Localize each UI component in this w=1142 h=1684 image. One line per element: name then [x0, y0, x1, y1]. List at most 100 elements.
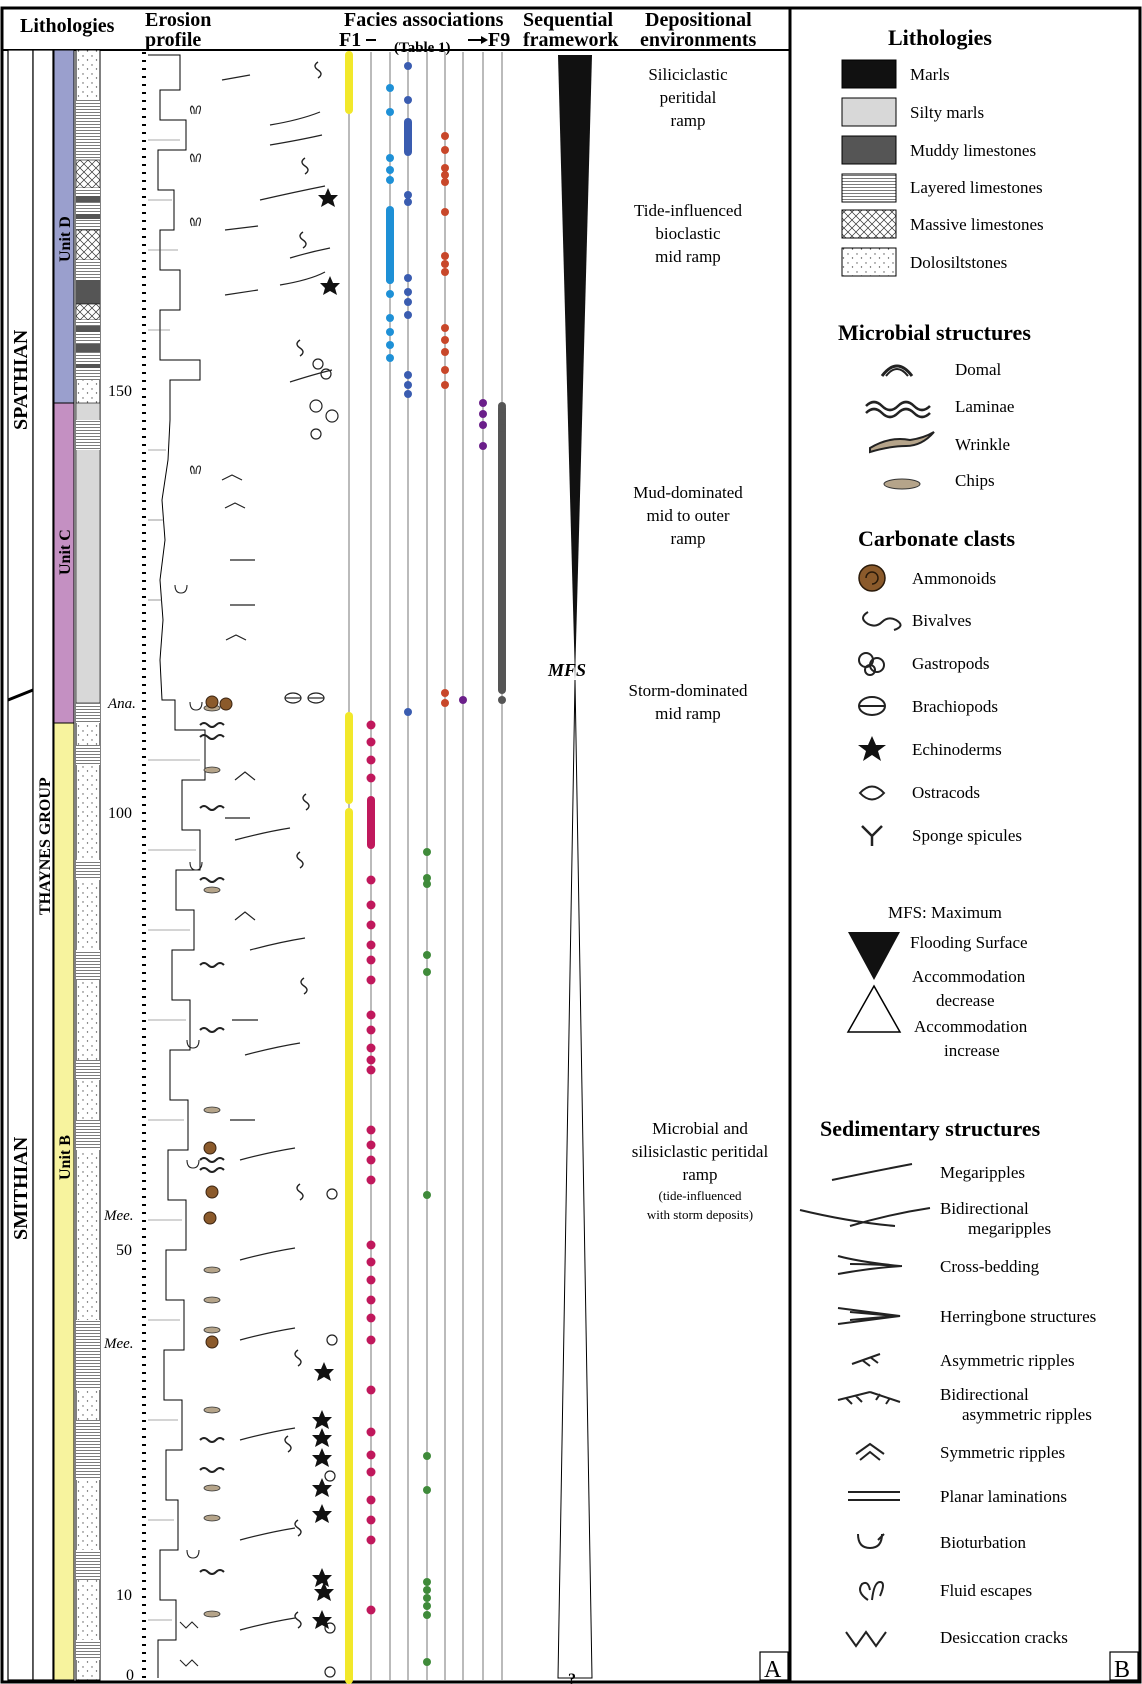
- bidirectional-asymmetric-ripples-icon: [838, 1392, 900, 1404]
- legend-sed-asymmetric-ripples: Asymmetric ripples: [940, 1351, 1075, 1370]
- legend-lithologies-title: Lithologies: [888, 25, 992, 50]
- ostracods-icon: [860, 787, 884, 800]
- header-f1: F1: [339, 29, 361, 51]
- asymmetric-ripples-icon: [852, 1354, 880, 1366]
- echinoderms-icon: [858, 736, 886, 761]
- accommodation-increase-icon: [848, 986, 900, 1032]
- symmetric-ripples-icon: [856, 1444, 884, 1460]
- herringbone-icon: [838, 1308, 900, 1324]
- legend-lith-massive-limestones: Massive limestones: [910, 215, 1044, 234]
- facies-f7-occurrence: [459, 696, 467, 704]
- sequence-unknown: ?: [568, 1671, 576, 1684]
- svg-text:mid ramp: mid ramp: [655, 247, 721, 266]
- legend-sed-cross-bedding: Cross-bedding: [940, 1257, 1040, 1276]
- accommodation-decrease-triangle: [558, 55, 592, 680]
- bioturbation-icon: [858, 1534, 884, 1548]
- legend-sedimentary-title: Sedimentary structures: [820, 1116, 1041, 1141]
- group-thaynes: THAYNES GROUP: [37, 777, 54, 915]
- megaripples-icon: [832, 1164, 912, 1180]
- cross-bedding-icon: [838, 1256, 902, 1274]
- legend-sedimentary-icons: [800, 1164, 930, 1646]
- legend-clast-bivalves: Bivalves: [912, 611, 972, 630]
- unit-c-label: Unit C: [57, 529, 74, 575]
- ammonoid-level-ana: Ana.: [107, 696, 136, 712]
- legend-sed-planar-laminations: Planar laminations: [940, 1487, 1067, 1506]
- legend-sed-bidirectional-megaripples-2: megaripples: [968, 1219, 1051, 1238]
- bivalves-icon: [863, 612, 901, 630]
- header-depositional-2: environments: [640, 29, 757, 51]
- legend-microbial-title: Microbial structures: [838, 320, 1031, 345]
- legend-mfs-1: MFS: Maximum: [888, 903, 1002, 922]
- header-depositional-1: Depositional: [645, 9, 752, 31]
- svg-text:Siliciclastic: Siliciclastic: [648, 65, 728, 84]
- gastropods-column: [310, 359, 338, 1677]
- svg-text:ramp: ramp: [671, 529, 706, 548]
- legend-swatch-dolosiltstones: [842, 248, 896, 276]
- legend-sed-bidirectional-megaripples-1: Bidirectional: [940, 1199, 1029, 1218]
- environment-4: Storm-dominated mid ramp: [629, 681, 748, 723]
- header-erosion-profile-1: Erosion: [145, 9, 211, 31]
- legend-clast-ammonoids: Ammonoids: [912, 569, 996, 588]
- panel-label-b: B: [1114, 1657, 1130, 1683]
- legend-lith-muddy-limestones: Muddy limestones: [910, 141, 1036, 160]
- column-symbols: [222, 75, 332, 1630]
- mfs-label: MFS: [547, 660, 586, 680]
- header-f9: F9: [488, 29, 510, 51]
- environment-5: Microbial and silisiclastic peritidal ra…: [632, 1119, 769, 1222]
- svg-text:ramp: ramp: [683, 1165, 718, 1184]
- legend-microbial-chips: Chips: [955, 471, 995, 490]
- legend-sed-desiccation-cracks: Desiccation cracks: [940, 1628, 1068, 1647]
- legend-sed-bidirectional-asym-1: Bidirectional: [940, 1385, 1029, 1404]
- environment-2: Tide-influenced bioclastic mid ramp: [634, 201, 742, 266]
- stage-spathian: SPATHIAN: [10, 329, 32, 430]
- lithology-column: [76, 50, 100, 1680]
- bivalves-column: [285, 62, 321, 1628]
- depth-tick-100: 100: [108, 805, 132, 822]
- environment-1: Siliciclastic peritidal ramp: [648, 65, 728, 130]
- legend-microbial-domal: Domal: [955, 360, 1002, 379]
- legend-sed-bioturbation: Bioturbation: [940, 1533, 1026, 1552]
- mfs-triangle-icon: [848, 932, 900, 980]
- legend-clast-echinoderms: Echinoderms: [912, 740, 1002, 759]
- svg-text:with storm deposits): with storm deposits): [647, 1207, 753, 1222]
- header-lithologies: Lithologies: [20, 15, 115, 37]
- legend-clast-ostracods: Ostracods: [912, 783, 980, 802]
- brachiopods-icon: [859, 697, 885, 715]
- svg-text:ramp: ramp: [671, 111, 706, 130]
- legend-swatch-marls: [842, 60, 896, 88]
- header-sequential-1: Sequential: [523, 9, 613, 31]
- legend-swatch-muddy-limestones: [842, 136, 896, 164]
- legend-accom-increase-1: Accommodation: [914, 1017, 1028, 1036]
- ammonoid-level-mee-2: Mee.: [103, 1336, 134, 1352]
- wrinkle-icon: [870, 432, 934, 452]
- legend-swatch-massive-limestones: [842, 210, 896, 238]
- legend-lith-dolosiltstones: Dolosiltstones: [910, 253, 1007, 272]
- sponge-spicules-icon: [862, 826, 882, 846]
- svg-text:Microbial and: Microbial and: [652, 1119, 748, 1138]
- ammonoids-icon: [859, 565, 885, 591]
- legend-microbial-wrinkle: Wrinkle: [955, 435, 1010, 454]
- erosion-profile-outline: [148, 55, 205, 1678]
- fluid-escapes-icon: [860, 1582, 883, 1600]
- header-sequential-2: framework: [523, 29, 619, 51]
- ammonoids-column: [204, 696, 232, 1348]
- svg-text:Mud-dominated: Mud-dominated: [633, 483, 743, 502]
- gastropods-icon: [859, 653, 884, 675]
- legend-lith-marls: Marls: [910, 65, 950, 84]
- legend-sed-bidirectional-asym-2: asymmetric ripples: [962, 1405, 1092, 1424]
- svg-text:mid to outer: mid to outer: [646, 506, 729, 525]
- fluid-escape-bioturbation-column: [175, 106, 202, 1666]
- domal-icon: [882, 366, 912, 376]
- svg-text:Tide-influenced: Tide-influenced: [634, 201, 742, 220]
- legend-clast-gastropods: Gastropods: [912, 654, 989, 673]
- legend-sed-fluid-escapes: Fluid escapes: [940, 1581, 1032, 1600]
- echinoderms-column: [312, 188, 340, 1629]
- chips-icon: [884, 479, 920, 489]
- svg-text:peritidal: peritidal: [660, 88, 717, 107]
- header-facies-table: (Table 1): [394, 40, 451, 56]
- legend-mfs-2: Flooding Surface: [910, 933, 1028, 952]
- depth-tick-150: 150: [108, 383, 132, 400]
- svg-text:bioclastic: bioclastic: [655, 224, 721, 243]
- header-erosion-profile-2: profile: [145, 29, 201, 51]
